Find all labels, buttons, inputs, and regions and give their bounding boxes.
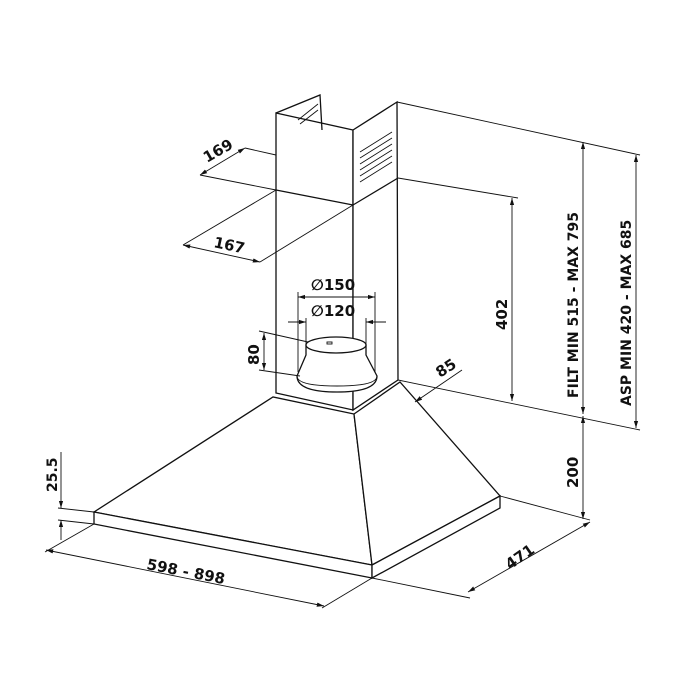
- dim-hood-depth: 471: [502, 541, 538, 574]
- dim-chimney-lower: 402: [493, 299, 511, 330]
- outlet-duct: [296, 336, 378, 393]
- dim-hood-height: 200: [564, 457, 582, 488]
- dim-outlet-outer: ∅150: [311, 276, 355, 294]
- dimension-lines: [44, 142, 641, 609]
- dim-chimney-depth: 169: [200, 135, 236, 166]
- dim-chimney-width: 167: [212, 233, 246, 257]
- dim-filt-range: FILT MIN 515 - MAX 795: [566, 212, 582, 398]
- hood-body: [92, 381, 502, 580]
- vent-grille: [297, 103, 393, 183]
- dim-rim-height: 25.5: [45, 457, 61, 492]
- dim-outlet-inner: ∅120: [311, 302, 355, 320]
- dim-asp-range: ASP MIN 420 - MAX 685: [619, 220, 635, 406]
- chimney: [275, 94, 641, 412]
- dim-outlet-height: 80: [245, 344, 263, 365]
- dim-offset: 85: [432, 355, 459, 381]
- dim-hood-width: 598 - 898: [145, 555, 226, 588]
